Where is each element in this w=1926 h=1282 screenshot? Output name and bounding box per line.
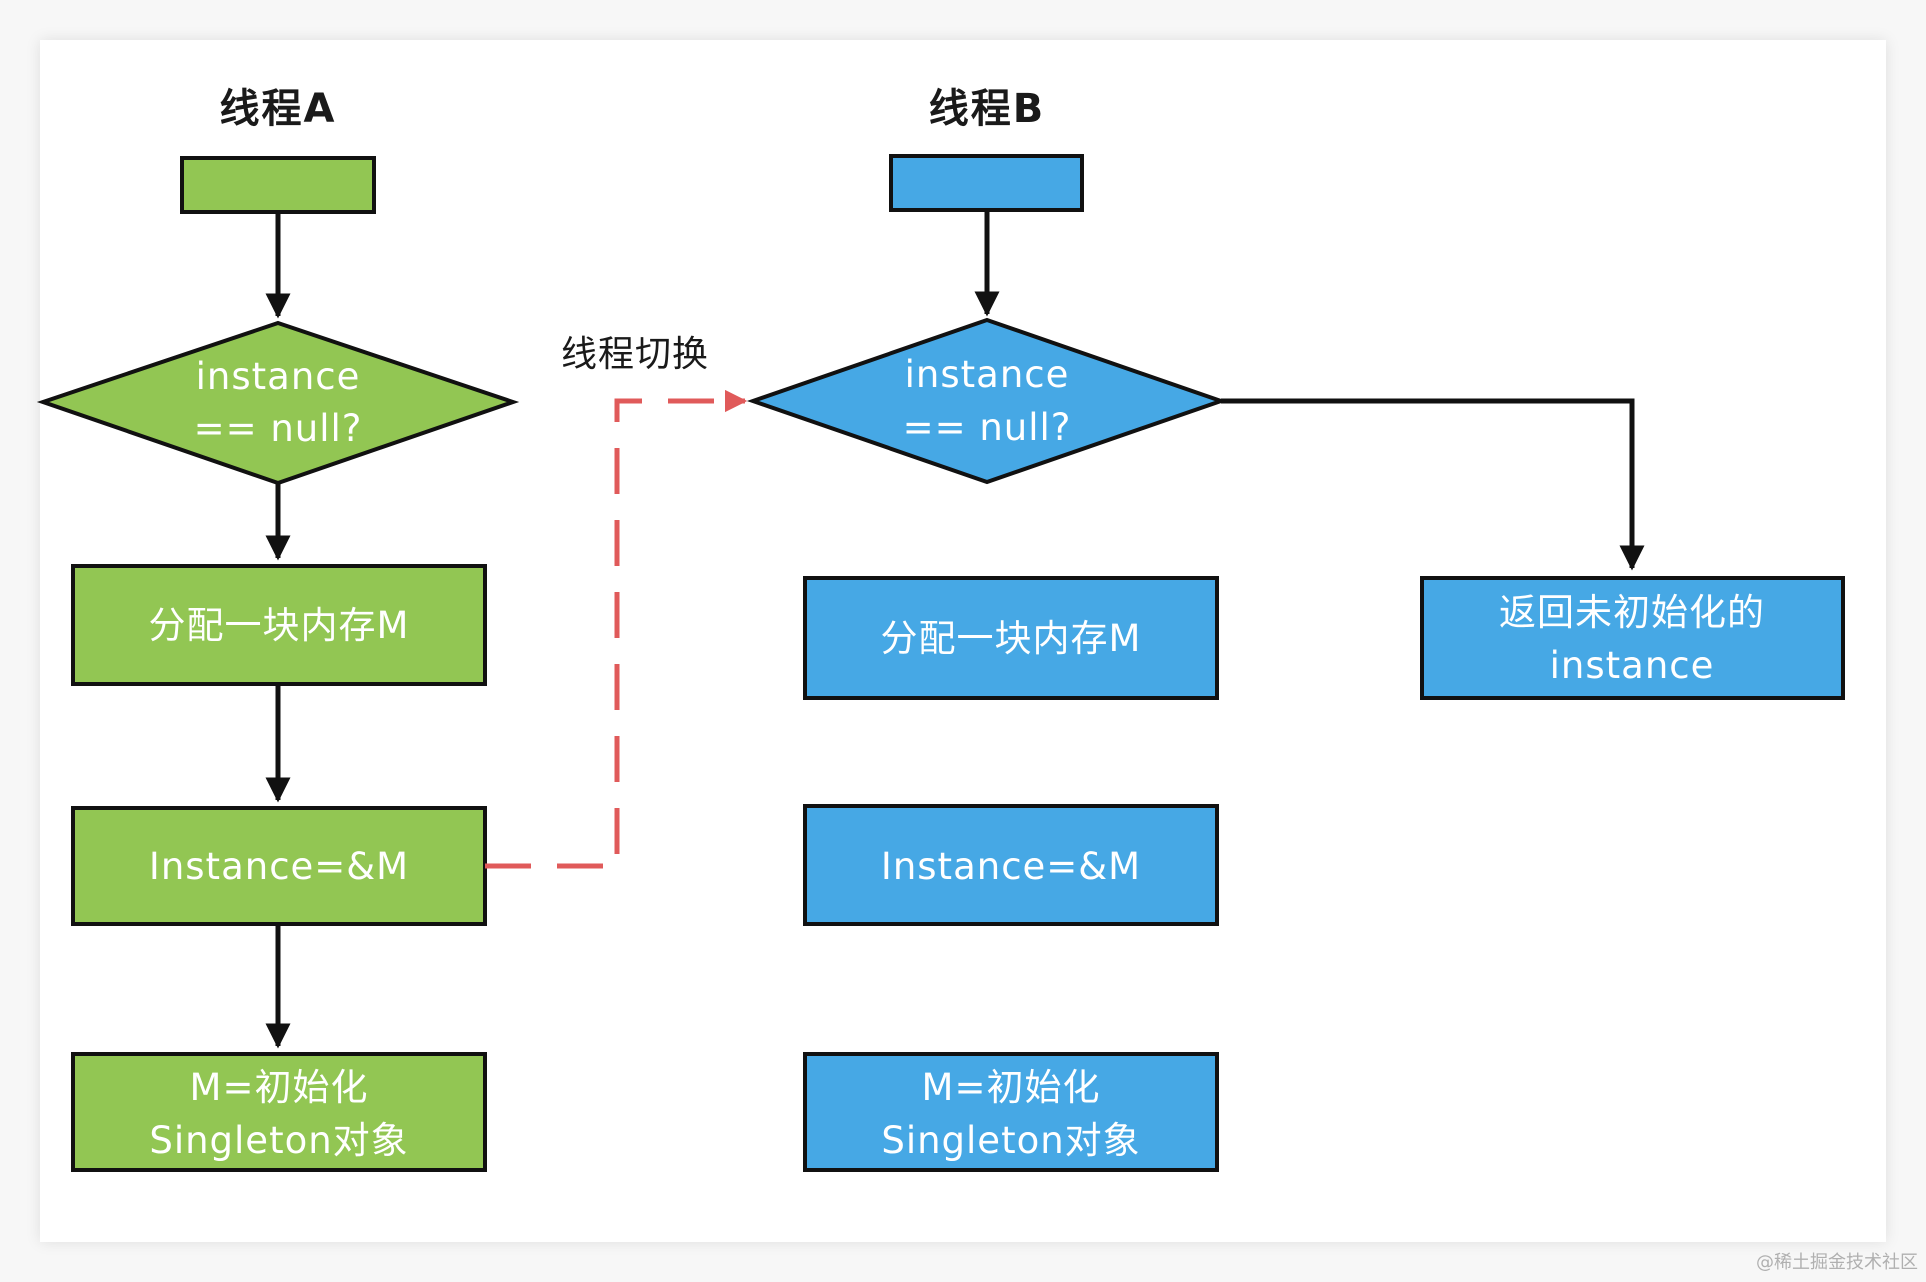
thread-b-decision-line2: == null? [903, 406, 1072, 449]
thread-a-init-box [71, 1052, 487, 1172]
thread-b-decision-line1: instance [905, 353, 1070, 396]
thread-a-title: 线程A [220, 86, 337, 132]
thread-b-title: 线程B [929, 86, 1046, 132]
thread-b-start-box [889, 154, 1084, 212]
thread-b-return-line1: 返回未初始化的 [1499, 591, 1765, 634]
thread-b-assign-box [803, 804, 1219, 926]
thread-b-decision-diamond [746, 317, 1228, 485]
thread-switch-label: 线程切换 [561, 334, 709, 375]
thread-a-start-box [180, 156, 376, 214]
thread-b-init-line2: Singleton对象 [881, 1119, 1140, 1162]
thread-b-return-box [1420, 576, 1845, 700]
thread-b-alloc-box [803, 576, 1219, 700]
thread-b-arrow-decision-to-return [1221, 398, 1645, 571]
thread-b-return-line2: instance [1550, 644, 1715, 687]
thread-a-decision-line2: == null? [194, 407, 363, 450]
thread-a-alloc-box [71, 564, 487, 686]
thread-a-init-line2: Singleton对象 [149, 1119, 408, 1162]
thread-b-alloc-label: 分配一块内存M [881, 617, 1142, 660]
thread-b-assign-label: Instance=&M [881, 845, 1141, 888]
watermark: @稀土掘金技术社区 [1756, 1252, 1918, 1273]
thread-b-init-line1: M=初始化 [922, 1066, 1101, 1109]
thread-b-init-box [803, 1052, 1219, 1172]
thread-a-decision-diamond [36, 320, 520, 486]
thread-a-init-line1: M=初始化 [190, 1066, 369, 1109]
thread-a-assign-label: Instance=&M [149, 845, 409, 888]
thread-a-alloc-label: 分配一块内存M [149, 604, 410, 647]
thread-switch-arrow [485, 389, 748, 869]
thread-a-decision-line1: instance [196, 355, 361, 398]
